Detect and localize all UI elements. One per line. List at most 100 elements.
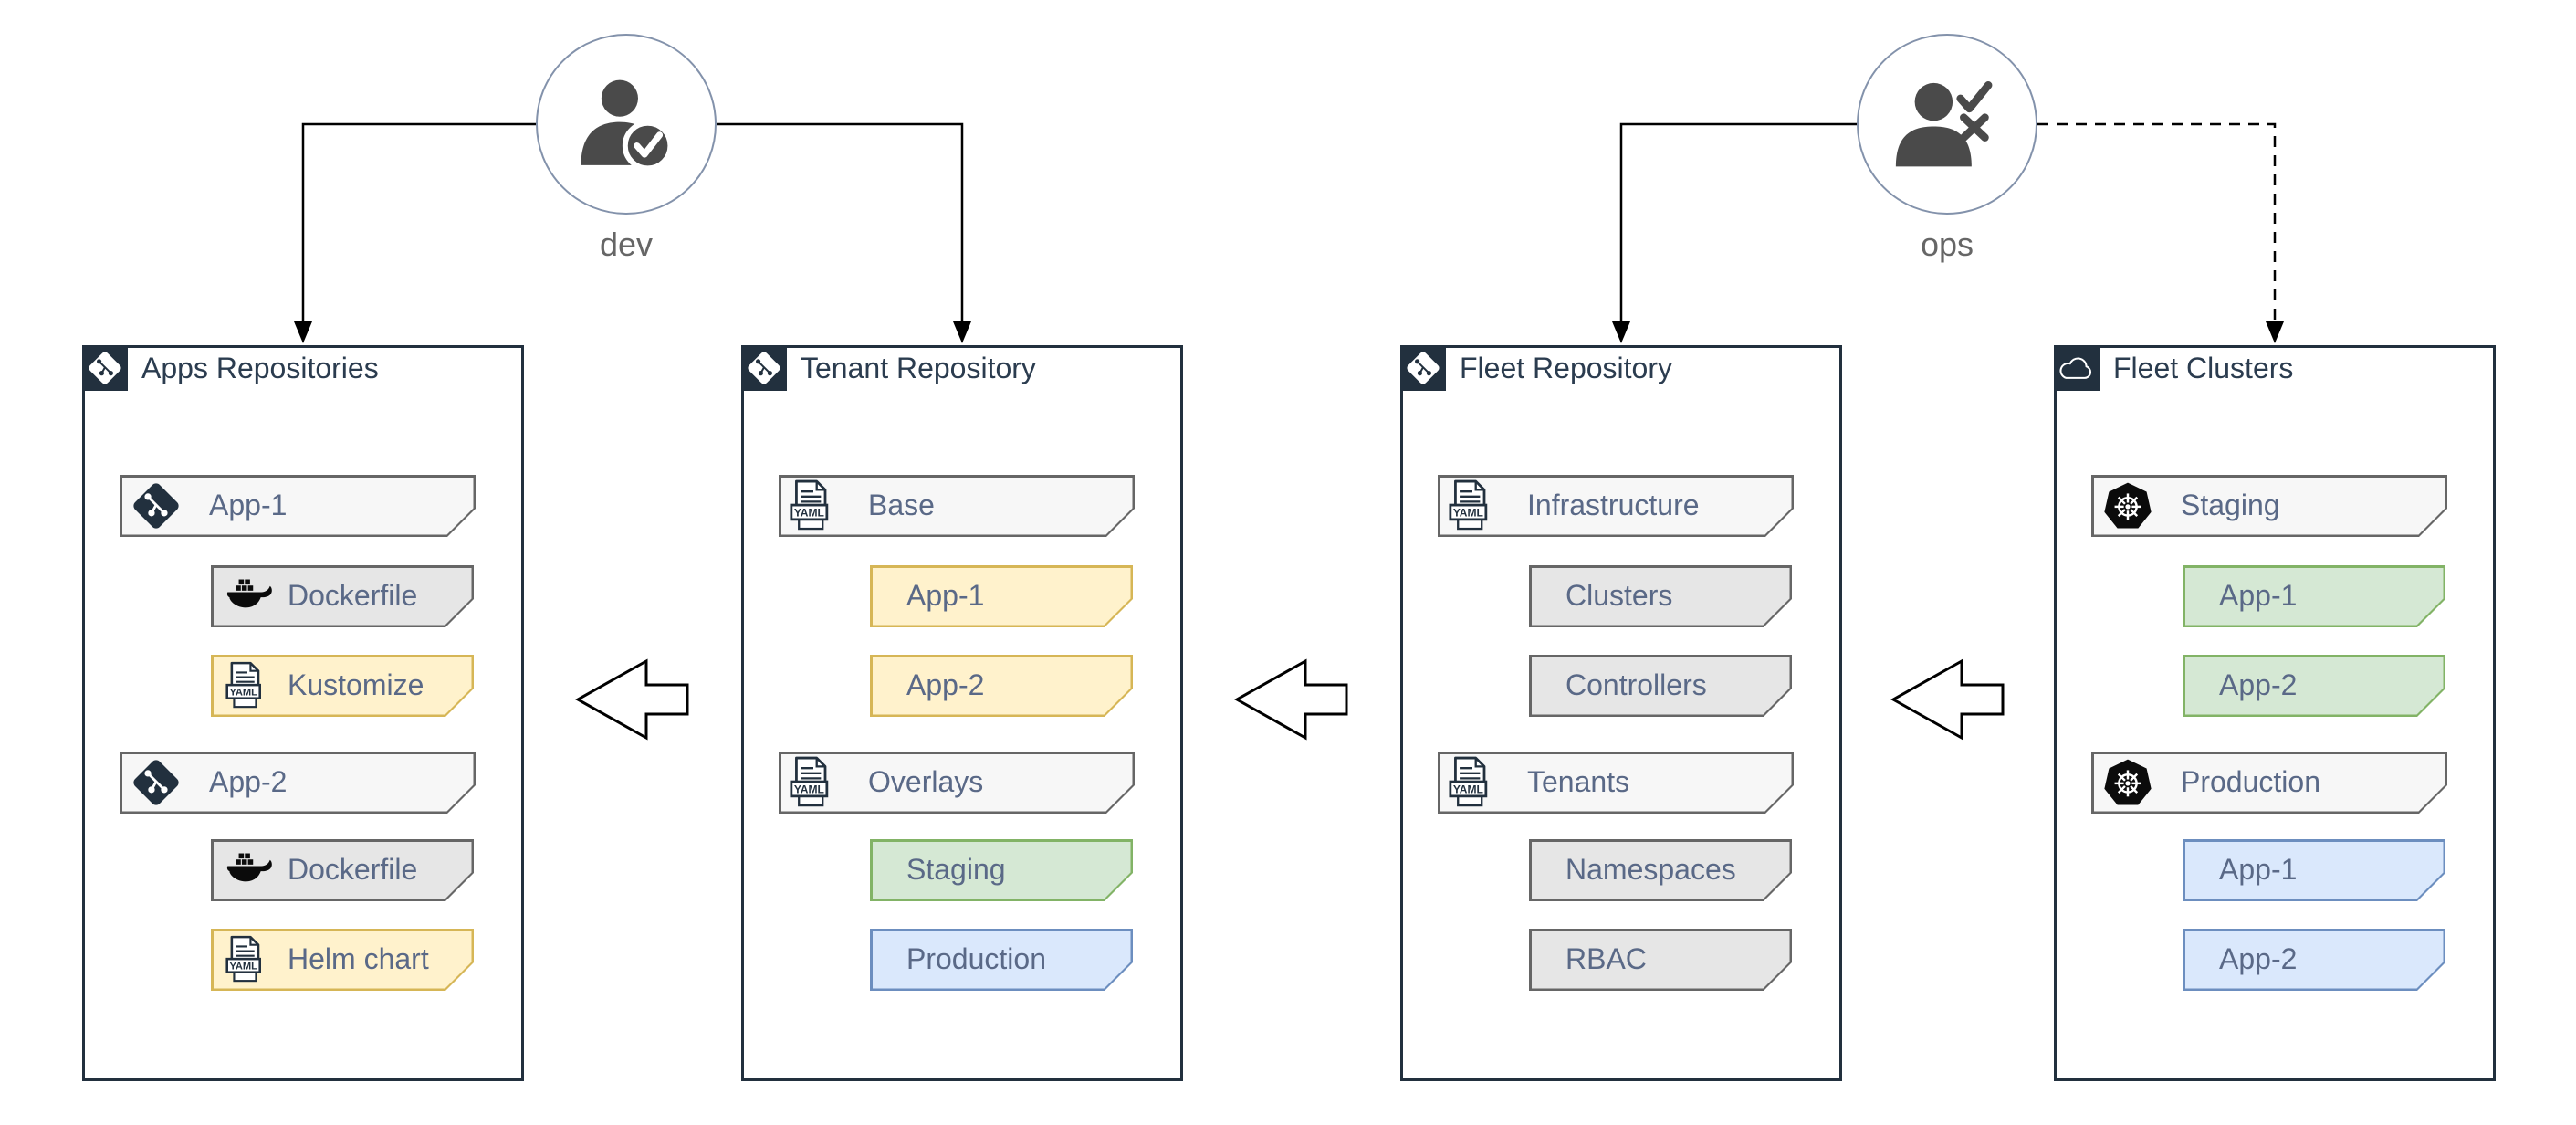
item-label: Controllers xyxy=(1565,668,1707,701)
item-label: Production xyxy=(2181,765,2320,798)
yaml-file-icon xyxy=(1449,756,1496,809)
item-label: App-2 xyxy=(2219,942,2298,975)
item-app-1-repo: App-1 xyxy=(120,475,476,537)
container-title: Fleet Clusters xyxy=(2113,352,2294,384)
git-icon xyxy=(746,350,782,386)
card-shape xyxy=(120,475,476,537)
arrowhead xyxy=(2266,321,2284,343)
yaml-file-icon xyxy=(790,756,837,809)
card-shape xyxy=(2183,655,2445,717)
actor-ops-circle xyxy=(1857,34,2037,215)
actor-dev: dev xyxy=(536,34,717,264)
card-shape xyxy=(2183,565,2445,627)
actor-dev-circle xyxy=(536,34,717,215)
ops-to-fleet-repository-line xyxy=(1619,122,1857,322)
item-controllers: Controllers xyxy=(1529,655,1792,717)
item-base-app-1: App-1 xyxy=(870,565,1133,627)
item-label: Overlays xyxy=(868,765,984,798)
container-title: Tenant Repository xyxy=(801,352,1036,384)
item-base: Base xyxy=(779,475,1135,537)
container-tenant-repository: Tenant Repository Base App-1 App-2 Overl… xyxy=(741,345,1183,1081)
item-label: Tenants xyxy=(1527,765,1630,798)
item-overlays-production: Production xyxy=(870,929,1133,991)
item-label: App-2 xyxy=(209,765,288,798)
yaml-file-icon xyxy=(1449,479,1496,532)
card-shape xyxy=(2091,752,2447,814)
container-header xyxy=(741,345,787,391)
yaml-file-icon xyxy=(225,661,269,710)
item-label: App-1 xyxy=(209,489,288,521)
item-label: RBAC xyxy=(1565,942,1647,975)
dev-to-tenant-repository-line xyxy=(717,122,964,322)
card-shape xyxy=(1529,655,1792,717)
kubernetes-icon xyxy=(2102,757,2153,808)
actor-dev-label: dev xyxy=(599,226,654,263)
item-label: App-2 xyxy=(906,668,985,701)
dev-to-apps-repositories-line xyxy=(301,122,536,322)
user-approved-icon xyxy=(572,70,680,178)
arrowhead xyxy=(294,321,312,343)
item-overlays-staging: Staging xyxy=(870,839,1133,901)
item-rbac: RBAC xyxy=(1529,929,1792,991)
arrowhead xyxy=(953,321,971,343)
item-namespaces: Namespaces xyxy=(1529,839,1792,901)
item-label: Staging xyxy=(906,853,1006,886)
item-tenants: Tenants xyxy=(1438,752,1794,814)
card-shape xyxy=(2183,929,2445,991)
container-title: Apps Repositories xyxy=(141,352,379,384)
item-app-1-kustomize: Kustomize xyxy=(211,655,474,717)
item-base-app-2: App-2 xyxy=(870,655,1133,717)
user-review-icon xyxy=(1891,68,2003,180)
card-shape xyxy=(1529,565,1792,627)
ops-to-fleet-clusters-dashed-line xyxy=(2037,122,2277,320)
card-shape xyxy=(2183,839,2445,901)
card-shape xyxy=(2091,475,2447,537)
item-label: Base xyxy=(868,489,935,521)
card-shape xyxy=(1438,475,1794,537)
item-app-2-helm-chart: Helm chart xyxy=(211,929,474,991)
card-shape xyxy=(870,929,1133,991)
docker-icon xyxy=(225,851,277,889)
card-shape xyxy=(870,839,1133,901)
card-shape xyxy=(779,752,1135,814)
item-infrastructure: Infrastructure xyxy=(1438,475,1794,537)
card-shape xyxy=(1529,929,1792,991)
arrowhead xyxy=(1612,321,1630,343)
yaml-file-icon xyxy=(225,935,269,984)
item-label: Staging xyxy=(2181,489,2280,521)
card-shape xyxy=(870,565,1133,627)
item-staging-app-2: App-2 xyxy=(2183,655,2445,717)
card-shape xyxy=(120,752,476,814)
item-staging-app-1: App-1 xyxy=(2183,565,2445,627)
item-label: Clusters xyxy=(1565,579,1673,612)
item-production-app-2: App-2 xyxy=(2183,929,2445,991)
item-label: App-1 xyxy=(2219,579,2298,612)
container-header xyxy=(1400,345,1446,391)
item-label: Kustomize xyxy=(288,668,424,701)
yaml-file-icon xyxy=(790,479,837,532)
cloud-icon xyxy=(2057,354,2097,382)
item-label: App-2 xyxy=(2219,668,2298,701)
item-label: Dockerfile xyxy=(288,579,418,612)
container-header xyxy=(82,345,128,391)
item-label: Infrastructure xyxy=(1527,489,1700,521)
container-fleet-repository: Fleet Repository Infrastructure Clusters… xyxy=(1400,345,1842,1081)
flow-arrow-clusters-to-fleet xyxy=(1890,657,2005,741)
item-app-1-dockerfile: Dockerfile xyxy=(211,565,474,627)
kubernetes-icon xyxy=(2102,480,2153,531)
card-shape xyxy=(1529,839,1792,901)
container-header xyxy=(2054,345,2100,391)
item-production-cluster: Production xyxy=(2091,752,2447,814)
item-label: Helm chart xyxy=(288,942,429,975)
item-production-app-1: App-1 xyxy=(2183,839,2445,901)
card-shape xyxy=(870,655,1133,717)
flow-arrow-fleet-to-tenant xyxy=(1234,657,1349,741)
item-staging-cluster: Staging xyxy=(2091,475,2447,537)
actor-ops-label: ops xyxy=(1920,226,1974,263)
item-app-2-repo: App-2 xyxy=(120,752,476,814)
item-app-2-dockerfile: Dockerfile xyxy=(211,839,474,901)
git-icon xyxy=(1405,350,1441,386)
container-title: Fleet Repository xyxy=(1460,352,1672,384)
